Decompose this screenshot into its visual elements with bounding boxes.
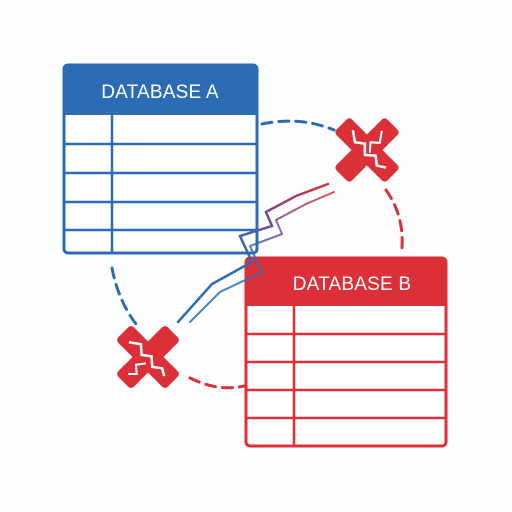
x-crack-2	[368, 130, 383, 153]
x-crack	[128, 340, 166, 377]
x-crack	[351, 129, 387, 169]
x-bar-2	[335, 118, 399, 182]
broken-x-icon	[117, 326, 179, 388]
database-a-title: DATABASE A	[101, 82, 219, 103]
database-a-header	[64, 65, 257, 115]
database-b-table: DATABASE B	[244, 256, 448, 448]
x-crack-2	[128, 362, 147, 375]
broken-x-icon	[335, 118, 399, 182]
dashed-arc-bottom	[188, 376, 246, 390]
lightning-break-line-echo	[189, 191, 335, 323]
database-b-title: DATABASE B	[293, 274, 412, 295]
dashed-arc-right	[384, 188, 404, 250]
dashed-arc-top	[260, 119, 336, 132]
database-a-grid	[64, 115, 257, 253]
database-b-grid	[246, 306, 446, 446]
database-b-header	[246, 258, 446, 306]
lightning-break-line	[176, 182, 330, 324]
dashed-connection-arcs	[110, 119, 404, 390]
dashed-arc-left	[110, 266, 138, 326]
lightning-break-icon	[176, 182, 335, 324]
database-a-table: DATABASE A	[62, 63, 259, 255]
